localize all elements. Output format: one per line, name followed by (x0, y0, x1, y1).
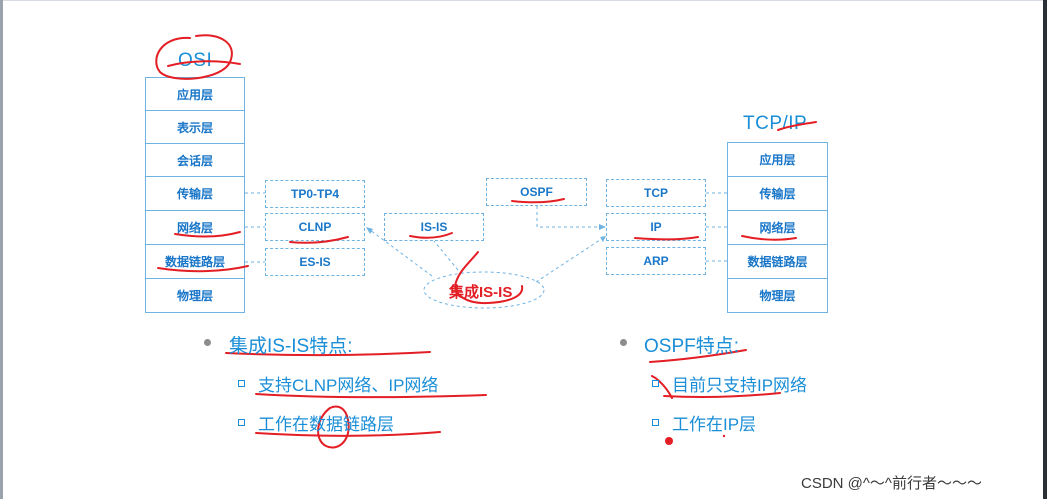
osi-layer-datalink: 数据链路层 (145, 244, 245, 279)
left-heading-bullet (204, 339, 211, 346)
tcpip-layer-application: 应用层 (727, 142, 828, 177)
ospf-feature-2: 工作在IP层 (672, 415, 757, 434)
tcpip-layer-transport: 传输层 (727, 176, 828, 211)
right-heading-bullet (620, 339, 627, 346)
tcpip-layer-network: 网络层 (727, 210, 828, 245)
ospf-feature-1: 目前只支持IP网络 (672, 376, 808, 395)
protocol-tp0-tp4: TP0-TP4 (265, 180, 365, 208)
protocol-clnp: CLNP (265, 213, 365, 241)
tcpip-layer-physical: 物理层 (727, 278, 828, 313)
osi-layer-session: 会话层 (145, 143, 245, 177)
ospf-features-heading: OSPF特点: (644, 336, 740, 357)
osi-layer-application: 应用层 (145, 77, 245, 111)
osi-layer-presentation: 表示层 (145, 110, 245, 144)
left-border (0, 0, 3, 499)
osi-layer-network: 网络层 (145, 210, 245, 245)
left-item-1-bullet (238, 380, 245, 387)
protocol-arp: ARP (606, 247, 706, 275)
right-border (1043, 0, 1047, 499)
isis-feature-2: 工作在数据链路层 (258, 415, 394, 434)
protocol-ospf: OSPF (486, 178, 587, 206)
protocol-es-is: ES-IS (265, 248, 365, 276)
osi-layer-transport: 传输层 (145, 176, 245, 211)
tcpip-layer-datalink: 数据链路层 (727, 244, 828, 279)
right-item-2-bullet (652, 419, 659, 426)
right-item-1-bullet (652, 380, 659, 387)
osi-title: OSI (178, 50, 213, 71)
isis-features-heading: 集成IS-IS特点: (229, 336, 353, 357)
integrated-isis-label: 集成IS-IS (449, 284, 513, 301)
protocol-is-is: IS-IS (384, 213, 484, 241)
isis-feature-1: 支持CLNP网络、IP网络 (258, 376, 439, 395)
protocol-tcp: TCP (606, 179, 706, 207)
top-border (0, 0, 1047, 1)
protocol-ip: IP (606, 213, 706, 241)
osi-layer-physical: 物理层 (145, 278, 245, 313)
csdn-watermark: CSDN @^～^前行者～～～ (801, 475, 982, 492)
left-item-2-bullet (238, 419, 245, 426)
tcpip-title: TCP/IP (743, 113, 808, 134)
